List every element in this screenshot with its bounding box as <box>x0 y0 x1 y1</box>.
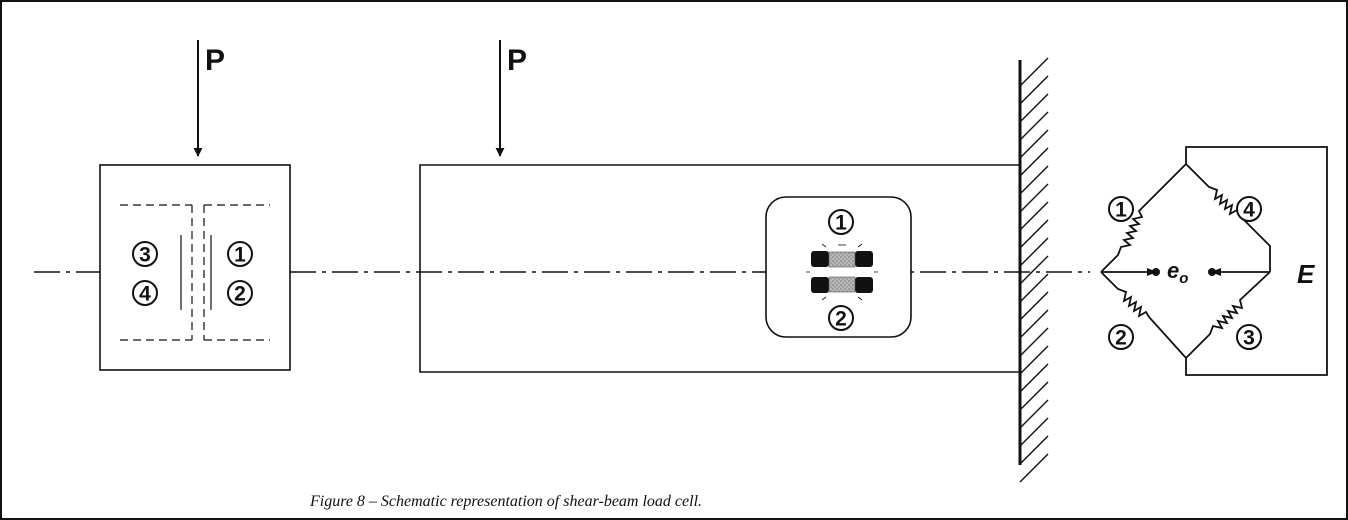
wall-hatch-line <box>1019 237 1049 267</box>
wall-hatch-line <box>1019 291 1049 321</box>
svg-text:3: 3 <box>1243 327 1255 350</box>
wall-hatch-line <box>1019 309 1049 339</box>
gauge-marker-2-bridge: 2 <box>1108 324 1134 350</box>
wall-hatch-line <box>1019 165 1049 195</box>
cross-section-view: P 3 4 1 2 <box>99 40 291 371</box>
fixed-wall <box>1018 57 1049 483</box>
svg-text:1: 1 <box>234 244 246 267</box>
gauge-marker-2-beam: 2 <box>828 305 854 331</box>
wall-hatch-line <box>1019 345 1049 375</box>
wall-hatch-line <box>1019 255 1049 285</box>
excitation-label: E <box>1297 259 1315 289</box>
svg-text:2: 2 <box>835 308 847 331</box>
bridge-arm-3 <box>1185 271 1271 359</box>
gauge-lines-section <box>180 235 212 310</box>
bridge-arm-2 <box>1100 271 1187 359</box>
wall-hatch-line <box>1019 399 1049 429</box>
wall-hatch-line <box>1019 219 1049 249</box>
wall-hatch-line <box>1019 201 1049 231</box>
wheatstone-bridge <box>1100 146 1328 376</box>
svg-text:1: 1 <box>835 212 847 235</box>
output-terminals <box>1101 268 1270 276</box>
wall-hatch-line <box>1019 129 1049 159</box>
wall-hatch-line <box>1019 363 1049 393</box>
hidden-web-outline <box>120 204 270 341</box>
svg-text:2: 2 <box>234 283 246 306</box>
svg-text:2: 2 <box>1115 327 1127 350</box>
svg-text:4: 4 <box>1243 199 1255 222</box>
wall-hatch-line <box>1019 93 1049 123</box>
gauge-marker-4-bridge: 4 <box>1236 196 1262 222</box>
wall-hatch-line <box>1019 417 1049 447</box>
wall-hatch-line <box>1019 57 1049 87</box>
wall-hatch-line <box>1019 183 1049 213</box>
cross-section-block <box>99 164 291 371</box>
wall-hatch-line <box>1019 147 1049 177</box>
beam-view: P <box>419 40 1049 483</box>
output-voltage-label: eo <box>1167 258 1188 287</box>
svg-text:4: 4 <box>139 283 151 306</box>
wall-hatch-line <box>1019 435 1049 465</box>
excitation-wire <box>1185 146 1328 376</box>
shear-gauge-rosette <box>806 243 878 301</box>
gauge-marker-3-bridge: 3 <box>1236 324 1262 350</box>
gauge-marker-2-section: 2 <box>227 280 253 306</box>
gauge-marker-1-section: 1 <box>227 241 253 267</box>
gauge-marker-3-section: 3 <box>132 241 158 267</box>
gauge-marker-1-bridge: 1 <box>1108 196 1134 222</box>
wall-hatch-line <box>1019 75 1049 105</box>
bridge-arm-1 <box>1100 163 1187 273</box>
gauge-marker-1-beam: 1 <box>828 209 854 235</box>
beam-body <box>419 164 1020 373</box>
gauge-marker-4-section: 4 <box>132 280 158 306</box>
svg-text:1: 1 <box>1115 199 1127 222</box>
svg-text:3: 3 <box>139 244 151 267</box>
figure-caption: Figure 8 – Schematic representation of s… <box>309 493 702 510</box>
wall-hatch-line <box>1019 327 1049 357</box>
wall-hatch-line <box>1019 381 1049 411</box>
wall-hatch-line <box>1019 273 1049 303</box>
load-label-left: P <box>205 44 225 77</box>
wall-hatch-line <box>1019 453 1049 483</box>
load-label-beam: P <box>507 44 527 77</box>
wall-hatch-line <box>1019 111 1049 141</box>
